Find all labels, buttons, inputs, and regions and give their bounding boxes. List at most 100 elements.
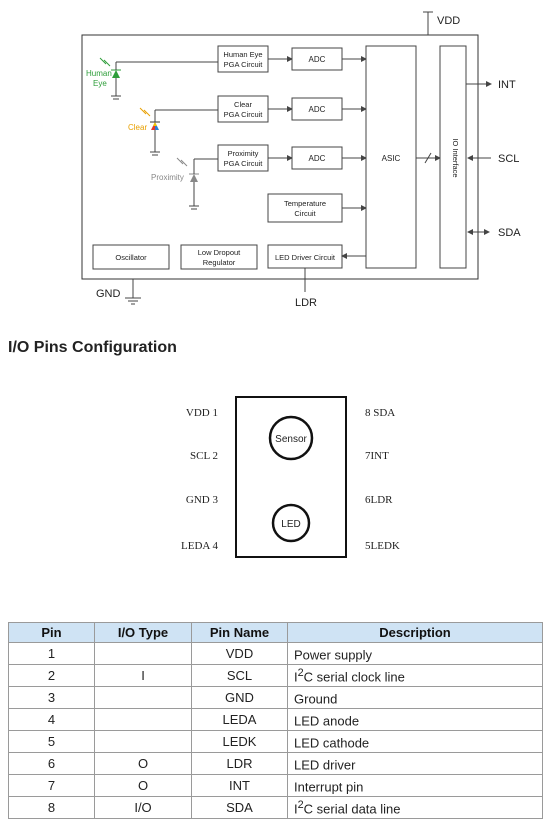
cell-description: I2C serial data line [287,796,543,819]
vdd-label: VDD [437,15,460,27]
asic-text: ASIC [382,154,401,163]
header-description: Description [287,622,543,643]
cell-pin: 2 [8,664,95,687]
adc-text-1: ADC [309,55,326,64]
cell-description: Interrupt pin [287,774,543,797]
desc-text-2: C serial data line [303,801,401,817]
pin-label-int-7: 7INT [365,450,389,462]
cell-io-type: I/O [94,796,192,819]
cell-io-type: O [94,752,192,775]
cell-pin-name: INT [191,774,288,797]
table-row: 4 LEDA LED anode [8,708,543,731]
cell-pin-name: VDD [191,642,288,665]
temperature-text: Temperature [284,199,326,208]
table-row: 6 O LDR LED driver [8,752,543,775]
sda-label: SDA [498,227,521,239]
desc-sup: 2 [297,666,304,679]
block-diagram: VDD GND LDR Human Eye Clear Proximity [81,11,521,309]
header-pin-name: Pin Name [191,622,288,643]
pga-proximity-text: Proximity [228,149,259,158]
pin-label-sda-8: 8 SDA [365,407,395,419]
desc-text: LED driver [294,757,356,773]
header-io-type: I/O Type [94,622,192,643]
pga-proximity-block [217,144,269,172]
table-row: 8 I/O SDA I2C serial data line [8,796,543,819]
desc-text: I [294,669,298,685]
pin-table-header: Pin I/O Type Pin Name Description [8,622,543,643]
table-row: 1 VDD Power supply [8,642,543,665]
ldo-block [180,244,258,270]
cell-pin-name: LEDK [191,730,288,753]
pin-label-gnd-3: GND 3 [186,494,219,506]
cell-description: LED driver [287,752,543,775]
cell-io-type [94,708,192,731]
cell-io-type: O [94,774,192,797]
cell-io-type [94,686,192,709]
desc-sup: 2 [297,798,304,811]
scl-label: SCL [498,153,519,165]
proximity-label: Proximity [151,173,184,182]
int-label: INT [498,79,516,91]
cell-pin: 6 [8,752,95,775]
desc-text: LED anode [294,713,360,729]
ldo-text: Low Dropout [198,248,241,257]
cell-description: Ground [287,686,543,709]
cell-pin: 8 [8,796,95,819]
human-eye-label: Human [86,69,112,78]
table-row: 7 O INT Interrupt pin [8,774,543,797]
cell-pin-name: SDA [191,796,288,819]
pin-label-ledk-5: 5LEDK [365,540,400,552]
cell-pin-name: LDR [191,752,288,775]
clear-photodiode-icon [139,107,160,130]
gnd-label: GND [96,288,121,300]
pin-label-scl-2: SCL 2 [190,450,218,462]
pga-human-eye-block [217,45,269,73]
cell-io-type [94,642,192,665]
cell-pin: 4 [8,708,95,731]
asic-block [365,45,417,269]
pga-clear-text-2: PGA Circuit [224,110,264,119]
pga-proximity-text-2: PGA Circuit [224,159,264,168]
table-row: 5 LEDK LED cathode [8,730,543,753]
io-interface-text: IO Interface [451,138,460,177]
pin-label-leda-4: LEDA 4 [181,540,218,552]
oscillator-block [92,244,170,270]
pga-clear-text: Clear [234,100,252,109]
cell-description: I2C serial clock line [287,664,543,687]
desc-text: LED cathode [294,735,370,751]
cell-io-type [94,730,192,753]
desc-text: I [294,801,298,817]
ldr-label: LDR [295,297,317,309]
cell-pin: 1 [8,642,95,665]
pga-human-eye-text: Human Eye [223,50,262,59]
adc-text-2: ADC [309,105,326,114]
pga-clear-block [217,95,269,123]
led-window [271,503,311,543]
cell-pin: 3 [8,686,95,709]
cell-pin-name: LEDA [191,708,288,731]
cell-description: LED cathode [287,730,543,753]
cell-pin: 7 [8,774,95,797]
section-title-io-pins: I/O Pins Configuration [8,339,177,356]
cell-pin-name: GND [191,686,288,709]
temperature-text-2: Circuit [294,209,316,218]
adc-text-3: ADC [309,154,326,163]
pin-table: Pin I/O Type Pin Name Description 1 VDD … [8,622,543,819]
cell-io-type: I [94,664,192,687]
desc-text: Ground [294,691,338,707]
led-driver-text: LED Driver Circuit [275,253,336,262]
desc-text: Interrupt pin [294,779,364,795]
sensor-label: Sensor [275,434,307,445]
header-pin: Pin [8,622,95,643]
desc-text-2: C serial clock line [303,669,405,685]
pin-label-ldr-6: 6LDR [365,494,393,506]
oscillator-text: Oscillator [115,253,147,262]
sensor-window [268,415,314,461]
human-eye-photodiode-icon [99,57,121,78]
table-row: 2 I SCL I2C serial clock line [8,664,543,687]
cell-description: LED anode [287,708,543,731]
pin-label-vdd-1: VDD 1 [186,407,218,419]
ldo-text-2: Regulator [203,258,236,267]
desc-text: Power supply [294,647,373,663]
cell-pin-name: SCL [191,664,288,687]
